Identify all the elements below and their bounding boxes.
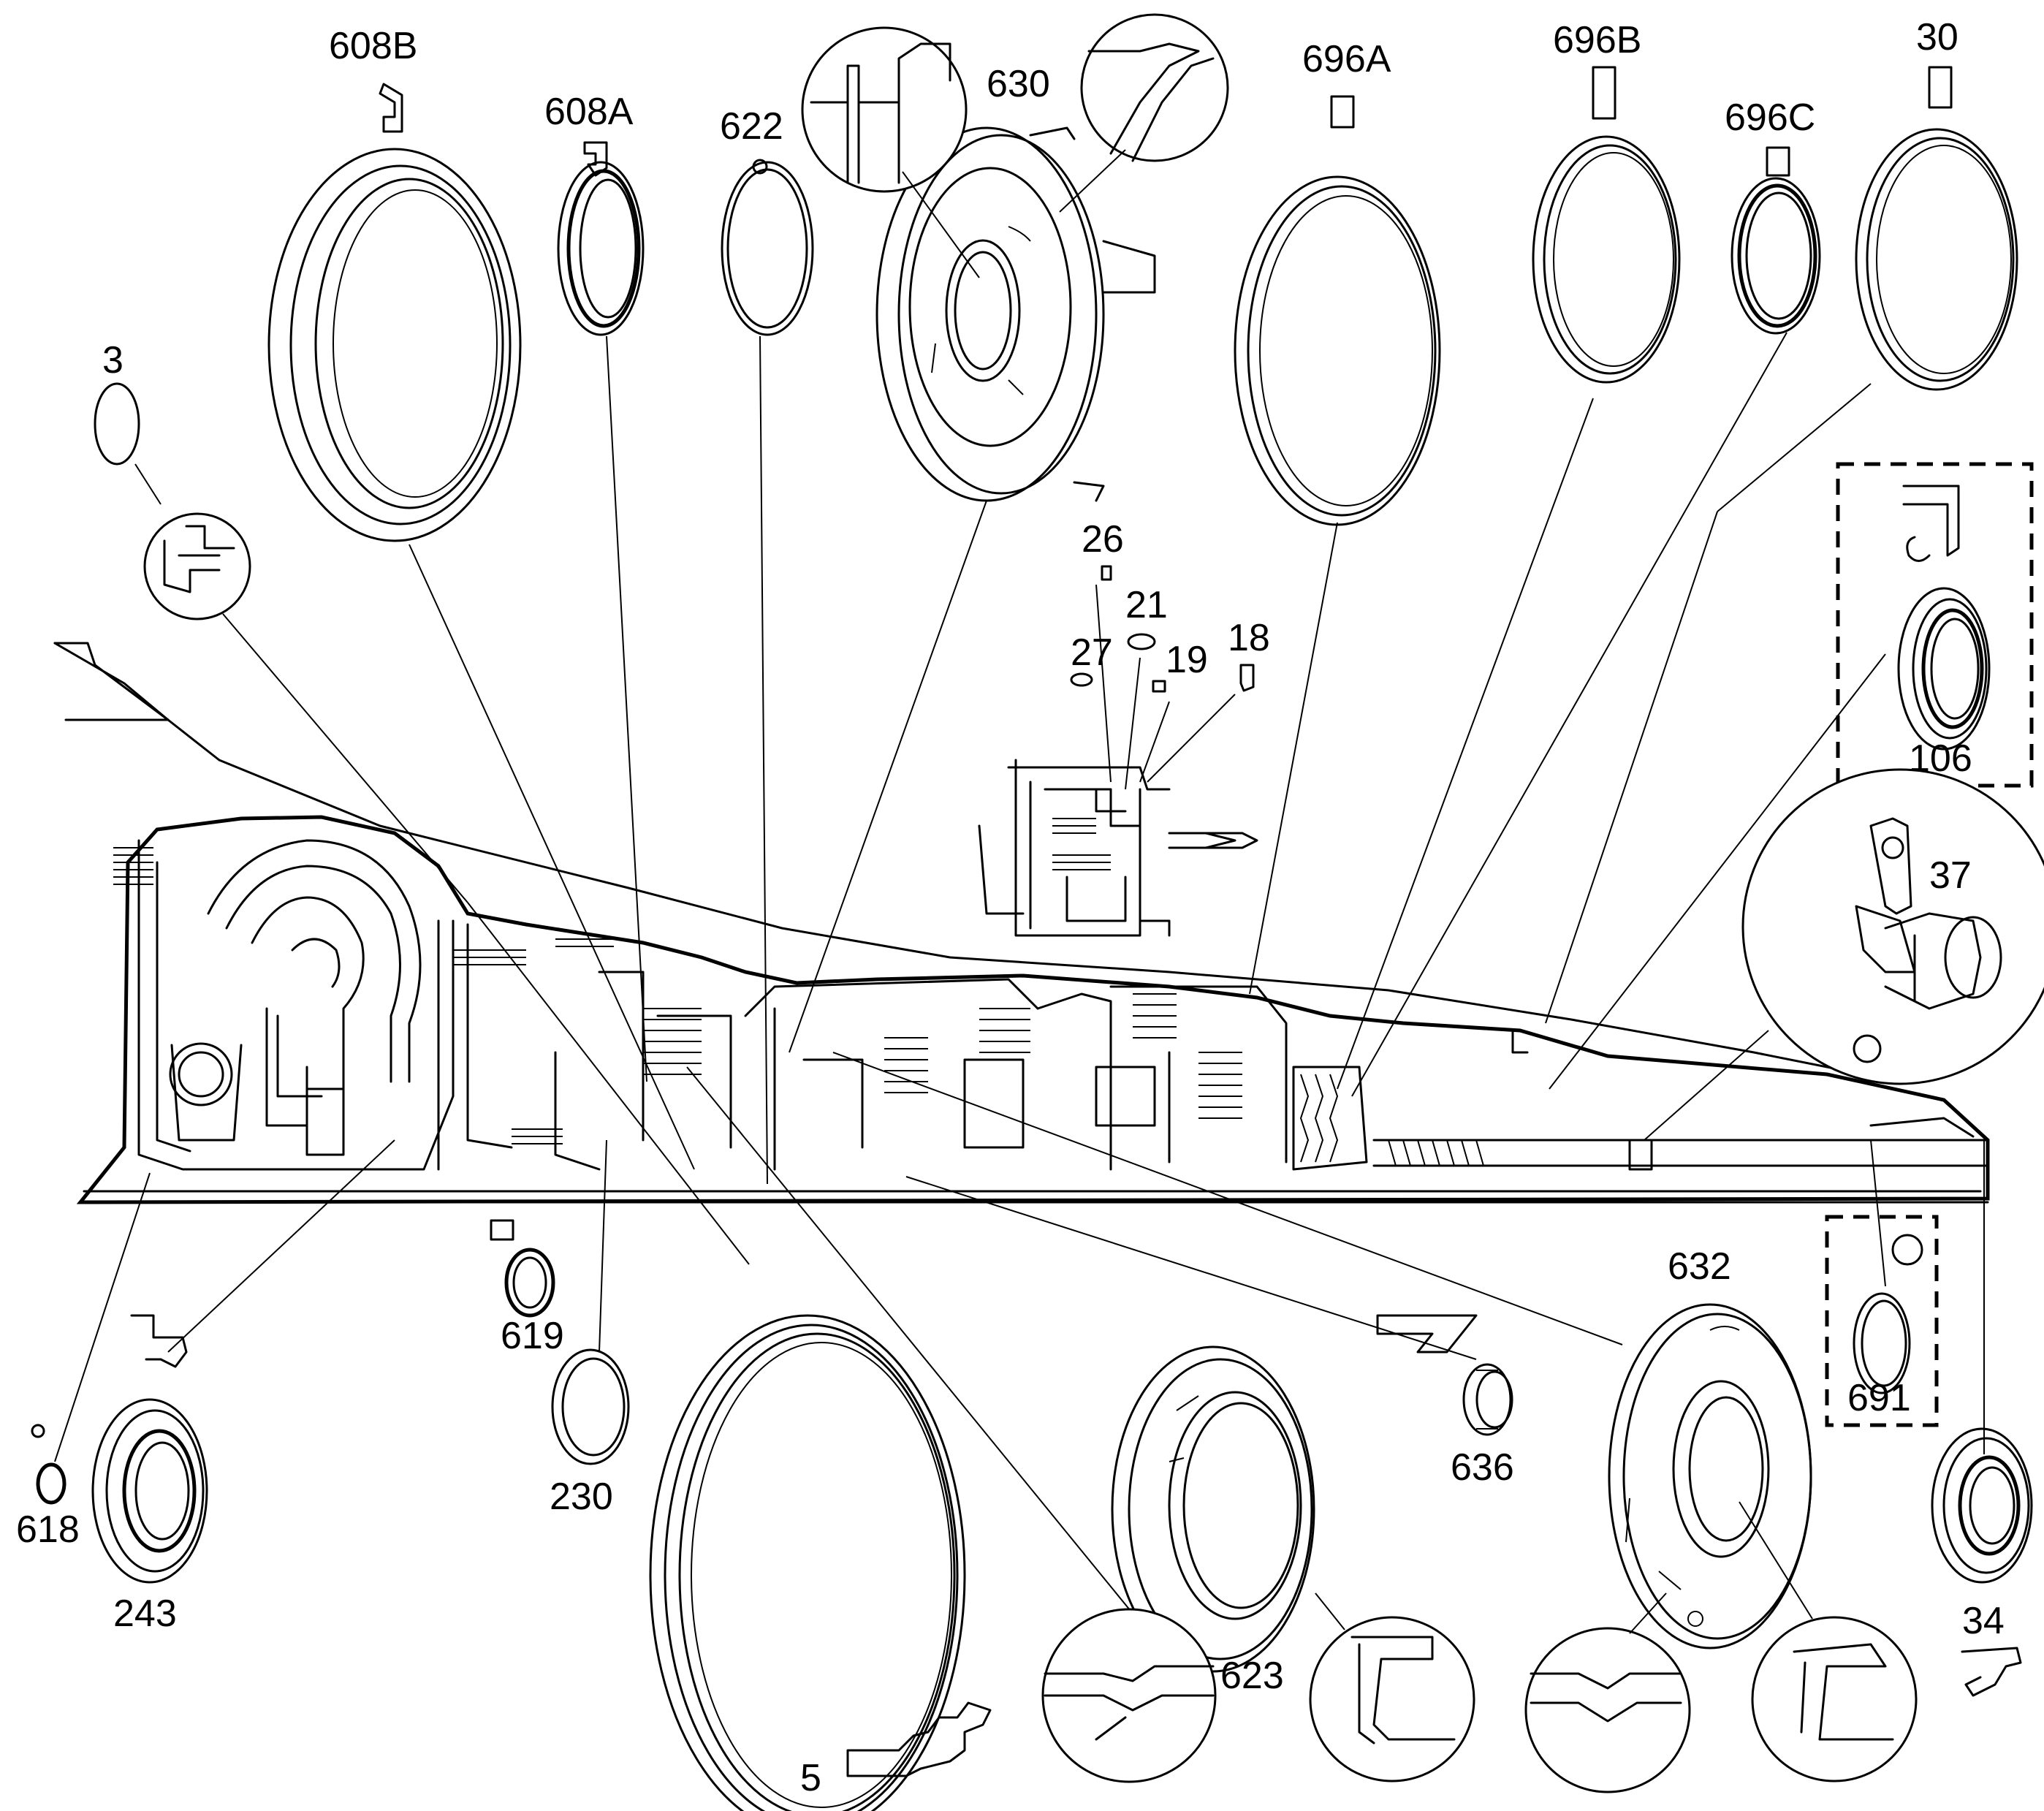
seal-696A-profile-icon [1330, 95, 1355, 129]
label-630: 630 [987, 63, 1050, 105]
seal-30-profile-icon [1928, 66, 1953, 109]
label-3: 3 [102, 339, 124, 381]
label-622: 622 [720, 105, 783, 148]
dashed-box-691 [1825, 1215, 1939, 1427]
seal-106-profile-icon [1902, 485, 1960, 562]
detail-37 [1741, 768, 2044, 1085]
detail-632-left [1524, 1627, 1691, 1793]
label-696A: 696A [1302, 38, 1391, 80]
label-243: 243 [113, 1592, 177, 1635]
part-632 [1608, 1303, 1812, 1649]
detail-623-left [1041, 1608, 1217, 1783]
seal-622-profile-icon [752, 159, 768, 175]
seal-26-profile-icon [1101, 565, 1112, 581]
part-630 [875, 126, 1156, 502]
label-37: 37 [1929, 854, 1972, 897]
label-5: 5 [800, 1757, 821, 1799]
label-608B: 608B [329, 25, 417, 67]
seal-619 [504, 1248, 555, 1318]
seal-696C [1730, 177, 1821, 335]
seal-30 [1855, 128, 2018, 391]
seal-696B [1532, 135, 1681, 384]
seal-618 [36, 1462, 67, 1505]
seal-106 [1897, 587, 1991, 751]
bearing-636 [1462, 1363, 1513, 1436]
seal-3 [94, 382, 140, 466]
seal-243 [91, 1398, 208, 1584]
label-632: 632 [1668, 1245, 1731, 1288]
seal-230 [551, 1348, 630, 1465]
seal-623 [1111, 1345, 1315, 1673]
detail-630-right [1080, 13, 1229, 162]
label-21: 21 [1125, 584, 1168, 626]
detail-3 [143, 512, 251, 620]
seal-696C-profile-icon [1766, 146, 1790, 177]
bolt-threads [113, 847, 614, 1144]
seal-691-profile-icon [1891, 1234, 1923, 1266]
seal-608A [557, 161, 645, 336]
seal-618-profile-icon [31, 1424, 45, 1438]
seal-696A [1234, 175, 1441, 526]
label-691: 691 [1847, 1377, 1911, 1419]
label-636: 636 [1451, 1446, 1514, 1489]
transmission-case [53, 642, 1990, 1204]
seal-619-profile-icon [490, 1219, 514, 1241]
seal-608B [267, 148, 522, 542]
seal-691 [1853, 1292, 1911, 1394]
label-623: 623 [1220, 1655, 1284, 1697]
detail-630-left [801, 26, 968, 193]
label-27: 27 [1071, 631, 1113, 674]
part-labels: 608B 608A 622 630 696A 696B 696C 30 3 26… [16, 16, 2005, 1799]
detail-632-right [1751, 1616, 1918, 1782]
seal-243-profile-icon [130, 1314, 188, 1368]
inset-cross-section [978, 759, 1258, 937]
seal-18-profile-icon [1239, 664, 1255, 692]
seal-622 [721, 161, 814, 336]
seal-696B-profile-icon [1592, 66, 1616, 120]
clutch-pack-hatching [643, 993, 1242, 1119]
label-696C: 696C [1725, 96, 1815, 139]
seal-21-profile-icon [1127, 633, 1156, 650]
seal-608B-profile-icon [379, 83, 403, 133]
seal-27-profile-icon [1070, 672, 1093, 687]
label-230: 230 [550, 1476, 613, 1518]
sensor-37 [1853, 817, 2002, 1063]
seal-608A-profile-icon [583, 141, 608, 177]
label-618: 618 [16, 1508, 80, 1551]
label-30: 30 [1916, 16, 1958, 58]
label-619: 619 [501, 1315, 564, 1357]
seal-5-profile-icon [846, 1701, 992, 1777]
seal-34-profile-icon [1961, 1647, 2022, 1697]
label-34: 34 [1962, 1600, 2005, 1642]
label-26: 26 [1082, 518, 1124, 561]
label-608A: 608A [544, 91, 634, 133]
label-106: 106 [1909, 737, 1972, 780]
label-696B: 696B [1553, 19, 1641, 61]
seal-34 [1931, 1427, 2033, 1584]
seal-5 [649, 1314, 966, 1811]
seal-636-profile-icon [1376, 1314, 1478, 1353]
seal-19-profile-icon [1152, 680, 1166, 693]
detail-623-right [1309, 1616, 1475, 1782]
label-18: 18 [1228, 617, 1270, 659]
label-19: 19 [1166, 639, 1208, 681]
leader-lines [54, 332, 1985, 1623]
